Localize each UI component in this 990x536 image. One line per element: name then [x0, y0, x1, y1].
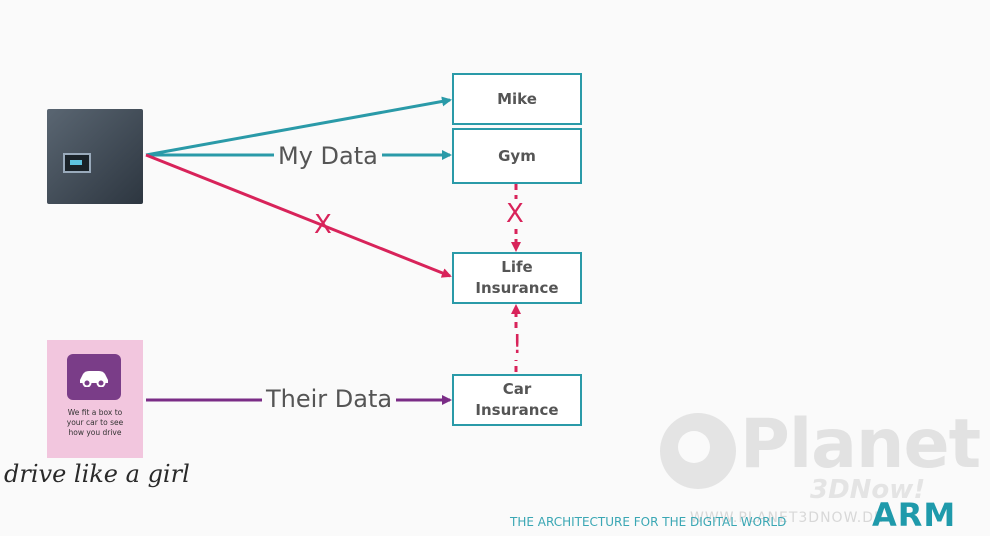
node-car-label-2: Insurance [475, 401, 559, 419]
watermark: Planet 3DNow! [660, 405, 981, 505]
card-caption-line: your car to see [66, 418, 124, 427]
car-icon [67, 354, 121, 400]
arrow-scale-to-life [145, 153, 452, 278]
arm-logo: ARM [872, 496, 957, 534]
node-life-insurance: Life Insurance [452, 252, 582, 304]
slogan: drive like a girl [4, 460, 190, 488]
edge-label-my-data: My Data [274, 142, 382, 170]
card-caption-line: We fit a box to [67, 408, 123, 417]
watermark-url: WWW.PLANET3DNOW.DE [690, 510, 884, 526]
card-caption: We fit a box to your car to see how you … [53, 408, 137, 438]
arrow-scale-to-mike [145, 96, 452, 157]
smart-scale-image [47, 109, 143, 204]
warning-mark: ! [510, 330, 525, 360]
planet-logo-icon [660, 413, 736, 489]
blocked-mark: X [314, 210, 332, 240]
node-gym-label: Gym [498, 146, 536, 165]
watermark-name: Planet [740, 405, 981, 484]
node-car-label-1: Car [502, 380, 532, 398]
node-mike-label: Mike [497, 89, 537, 108]
node-life-label-1: Life [501, 258, 533, 276]
edge-label-their-data: Their Data [262, 385, 397, 413]
drive-like-a-girl-card: We fit a box to your car to see how you … [47, 340, 143, 458]
node-mike: Mike [452, 73, 582, 125]
card-caption-line: how you drive [68, 428, 122, 437]
node-life-label-2: Insurance [475, 279, 559, 297]
footer-tagline: THE ARCHITECTURE FOR THE DIGITAL WORLD [510, 515, 787, 529]
node-gym: Gym [452, 128, 582, 184]
blocked-mark: X [506, 199, 524, 229]
watermark-sub: 3DNow! [810, 475, 926, 505]
node-car-insurance: Car Insurance [452, 374, 582, 426]
scale-display [63, 153, 91, 173]
